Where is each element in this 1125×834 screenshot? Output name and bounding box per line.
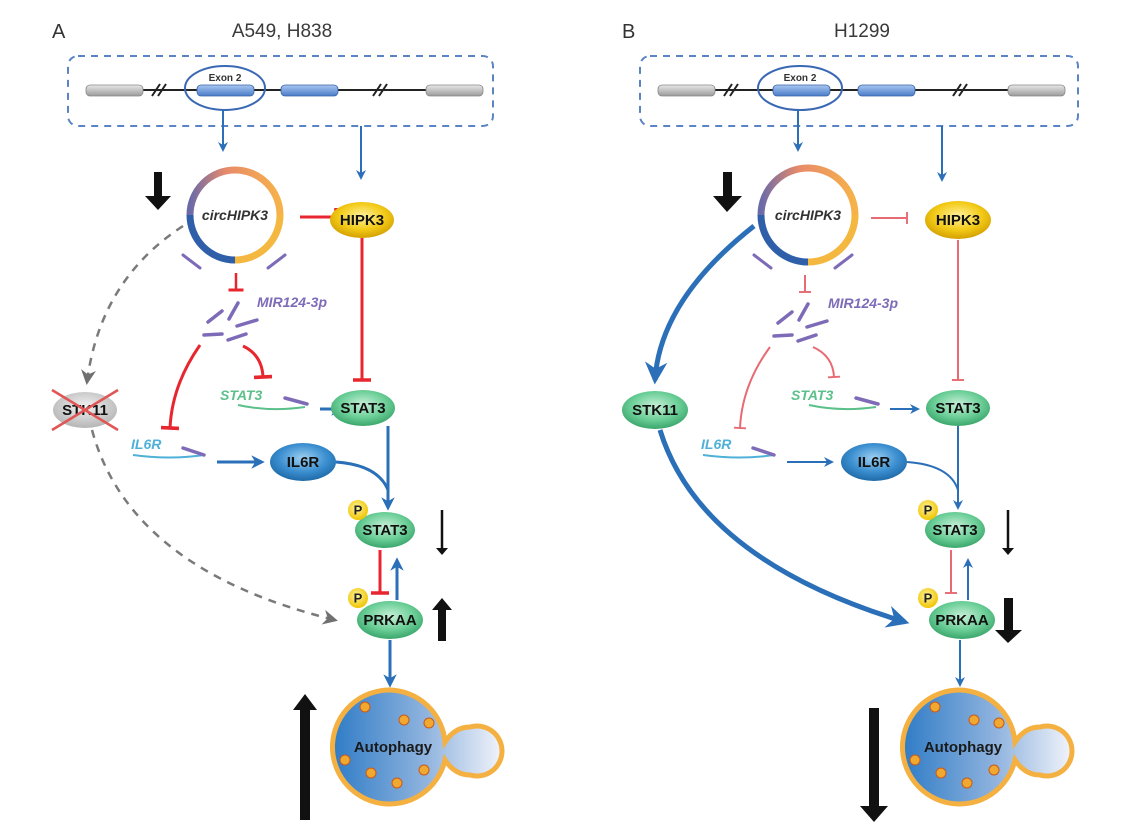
utr-exon-left <box>657 84 716 97</box>
phospho-label: P <box>924 590 933 605</box>
gene-structure-box <box>639 55 1079 127</box>
phospho-badge <box>348 588 368 608</box>
phospho-label: P <box>924 502 933 517</box>
il6r-label: IL6R <box>287 454 320 471</box>
prkaa-node <box>929 601 995 639</box>
phospho-badge <box>918 500 938 520</box>
downregulation-arrow-icon <box>860 708 888 822</box>
mir-label: MIR124-3p <box>257 294 327 310</box>
break-mark-icon <box>372 83 388 97</box>
mirna-bound-icon <box>751 446 776 457</box>
arrow-stk11-to-prkaa <box>657 429 910 628</box>
circ-label: circHIPK3 <box>202 207 268 223</box>
dashed-arrow-circ-to-stk11 <box>81 224 184 385</box>
circ-label: circHIPK3 <box>775 207 841 223</box>
circhipk3-ring: circHIPK3 <box>752 164 859 270</box>
panel-title: H1299 <box>834 21 890 42</box>
utr-exon-right <box>425 84 484 97</box>
inhibit-mir-il6r <box>160 344 202 431</box>
stat3-node <box>926 390 990 426</box>
gene-structure: Exon 2 <box>85 65 484 111</box>
gene-structure: Exon 2 <box>657 65 1066 111</box>
pstat3-label: STAT3 <box>932 522 977 539</box>
downregulation-arrow-icon <box>995 598 1022 643</box>
exon-2 <box>772 84 831 97</box>
break-mark-icon <box>952 83 968 97</box>
downregulation-arrow-icon <box>713 172 742 212</box>
utr-exon-right <box>1007 84 1066 97</box>
exon-label: Exon 2 <box>784 73 817 84</box>
il6r-mrna-label: IL6R <box>131 436 162 452</box>
phospho-badge <box>918 588 938 608</box>
stk11-node <box>622 391 688 429</box>
inhibit-mir-stat3 <box>812 346 841 379</box>
stat3-label: STAT3 <box>935 400 980 417</box>
stat3-label: STAT3 <box>340 400 385 417</box>
inhibit-mir-il6r <box>733 346 771 430</box>
hipk3-label: HIPK3 <box>340 212 384 229</box>
mir-label: MIR124-3p <box>828 295 898 311</box>
mirna-bound-icon <box>283 396 309 406</box>
autophagy-label: Autophagy <box>924 739 1003 756</box>
downregulation-arrow-icon <box>1002 510 1014 555</box>
exon-label: Exon 2 <box>209 73 242 84</box>
il6r-node <box>841 443 907 481</box>
exon-2 <box>196 84 255 97</box>
upregulation-arrow-icon <box>293 694 317 820</box>
il6r-node <box>270 443 336 481</box>
panel-letter: A <box>52 21 66 43</box>
pstat3-node <box>355 512 415 548</box>
panel-b: B H1299 Exon 2 circHIPK3 <box>622 21 1079 822</box>
downregulation-arrow-icon <box>436 510 448 555</box>
inactivated-cross-icon <box>51 388 119 432</box>
prkaa-node <box>357 601 423 639</box>
il6r-mrna-label: IL6R <box>701 436 732 452</box>
stat3-mrna-label: STAT3 <box>220 387 262 403</box>
pstat3-label: STAT3 <box>362 522 407 539</box>
hipk3-node <box>330 202 394 238</box>
exon-2-highlight <box>757 65 843 111</box>
prkaa-label: PRKAA <box>363 612 417 629</box>
il6r-mrna-strand <box>132 454 205 459</box>
upregulation-arrow-icon <box>432 598 452 641</box>
stat3-node <box>331 390 395 426</box>
break-mark-icon <box>151 83 167 97</box>
il6r-label: IL6R <box>858 454 891 471</box>
arrow-il6r-to-pstat3 <box>906 461 959 491</box>
exon-3 <box>857 84 916 97</box>
autophagy-label: Autophagy <box>354 739 433 756</box>
panel-letter: B <box>622 21 635 43</box>
stat3-mrna-label: STAT3 <box>791 387 833 403</box>
mirna-icon <box>772 302 829 343</box>
utr-exon-left <box>85 84 144 97</box>
inhibit-mir-stat3 <box>242 344 273 380</box>
panel-title: A549, H838 <box>232 21 332 42</box>
stk11-label: STK11 <box>632 402 678 419</box>
il6r-mrna-strand <box>702 454 775 459</box>
phospho-badge <box>348 500 368 520</box>
hipk3-node <box>925 201 991 239</box>
mirna-icon <box>202 301 259 342</box>
circhipk3-ring: circHIPK3 <box>181 166 287 270</box>
panel-a: A A549, H838 Exon 2 circHIPK3 <box>51 21 505 820</box>
arrow-il6r-to-pstat3 <box>335 460 390 491</box>
pstat3-node <box>925 512 985 548</box>
prkaa-label: PRKAA <box>935 612 989 629</box>
break-mark-icon <box>723 83 739 97</box>
exon-3 <box>280 84 339 97</box>
autophagosome: Autophagy <box>900 687 1075 807</box>
stat3-mrna-strand <box>237 404 306 411</box>
phospho-label: P <box>354 502 363 517</box>
gene-structure-box <box>67 55 494 127</box>
downregulation-arrow-icon <box>145 172 171 210</box>
stat3-mrna-strand <box>808 404 877 411</box>
exon-2-highlight <box>184 65 266 111</box>
hipk3-label: HIPK3 <box>936 212 980 229</box>
autophagosome: Autophagy <box>330 687 505 807</box>
arrow-circ-to-stk11 <box>644 224 756 385</box>
mirna-bound-icon <box>181 446 206 457</box>
mirna-bound-icon <box>854 396 880 406</box>
dashed-arrow-stk11-to-prkaa <box>90 429 338 625</box>
phospho-label: P <box>354 590 363 605</box>
